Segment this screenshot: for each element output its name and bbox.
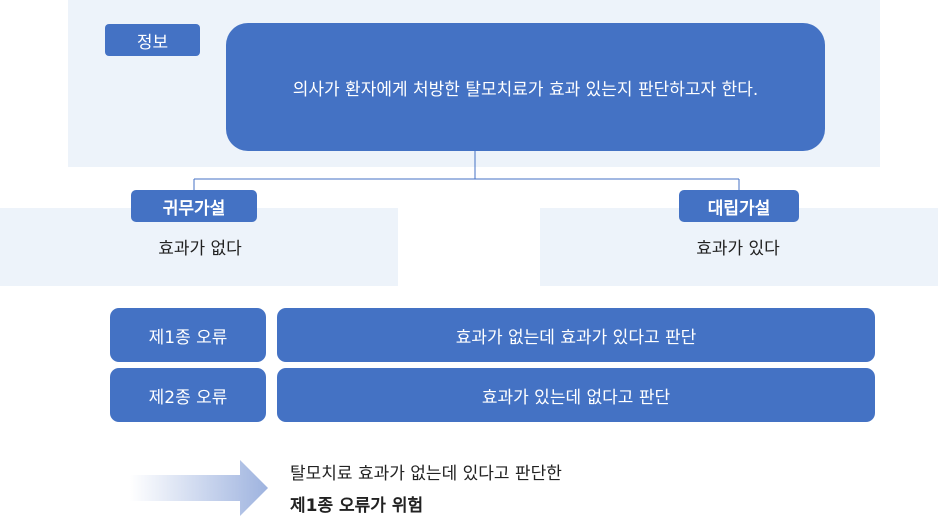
null-hypothesis-text: 효과가 없다 (158, 238, 242, 259)
info-text: 의사가 환자에게 처방한 탈모치료가 효과 있는지 판단하고자 한다. (292, 79, 759, 100)
alt-hypothesis-label: 대립가설 (679, 190, 799, 222)
conclusion-line-2: 제1종 오류가 위험 (290, 496, 424, 516)
type1-error-text: 효과가 없는데 효과가 있다고 판단 (277, 308, 875, 362)
type1-error-label: 제1종 오류 (110, 308, 266, 362)
null-hypothesis-label: 귀무가설 (131, 190, 257, 222)
type2-error-label: 제2종 오류 (110, 368, 266, 422)
gradient-arrow-icon (130, 460, 268, 516)
conclusion-line-1: 탈모치료 효과가 없는데 있다고 판단한 (290, 464, 562, 484)
info-text-box: 의사가 환자에게 처방한 탈모치료가 효과 있는지 판단하고자 한다. (226, 23, 825, 151)
alt-hypothesis-text: 효과가 있다 (696, 238, 780, 259)
type2-error-text: 효과가 있는데 없다고 판단 (277, 368, 875, 422)
info-label: 정보 (105, 24, 200, 56)
